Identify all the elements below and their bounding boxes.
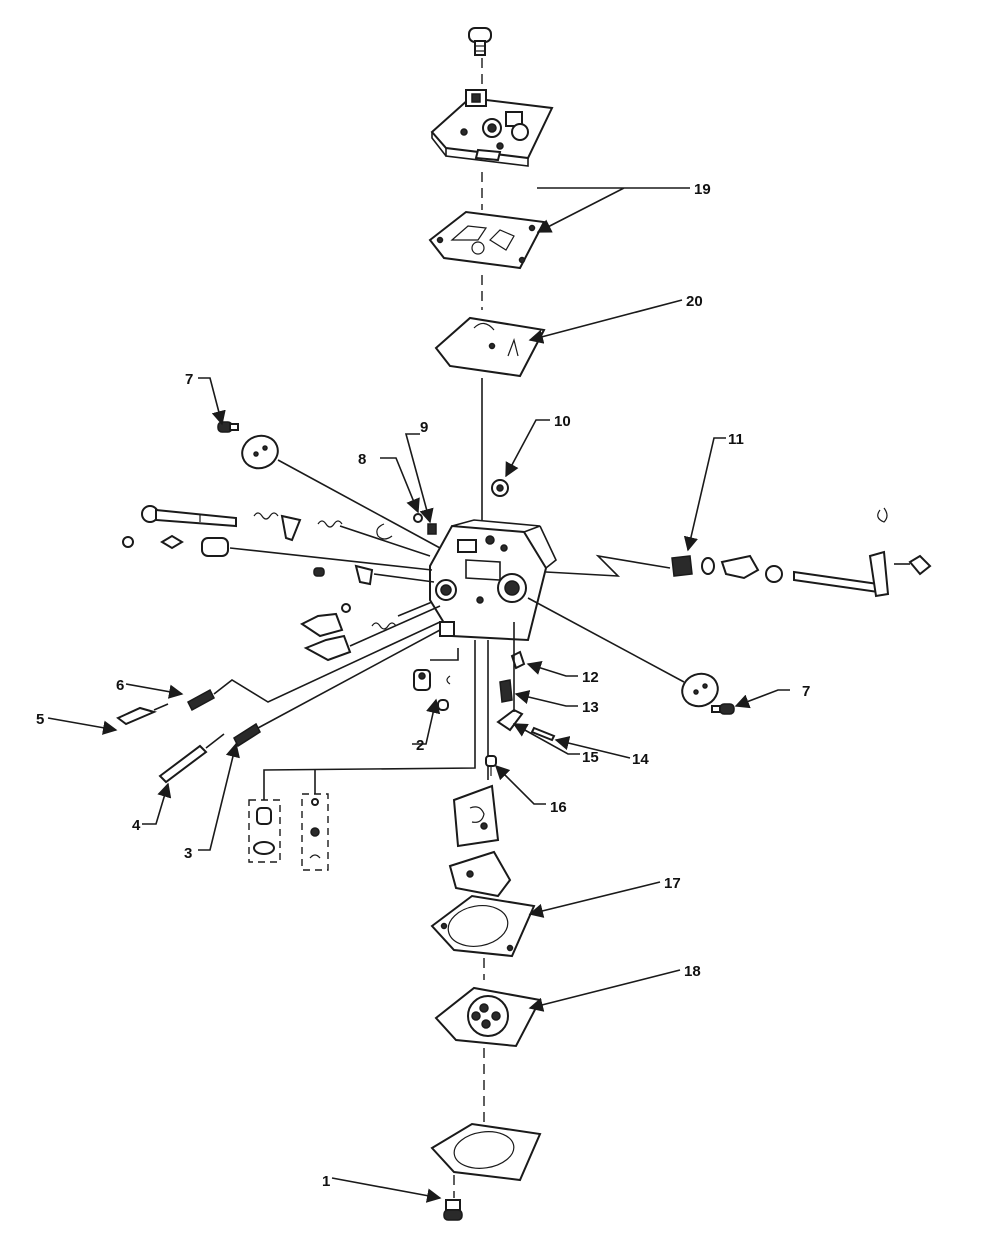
metering-cover — [430, 1122, 542, 1182]
fulcrum-pin — [530, 726, 556, 742]
welch-plug — [491, 479, 509, 497]
screw-7-left — [217, 421, 239, 433]
callout-15: 15 — [582, 749, 599, 766]
pump-diaphragm — [434, 316, 546, 378]
top-screw — [468, 27, 492, 56]
callout-18: 18 — [684, 963, 701, 980]
metering-spring — [499, 679, 513, 703]
callout-13: 13 — [582, 699, 599, 716]
throttle-plate-right — [527, 597, 719, 708]
shaft-bushing — [122, 534, 433, 571]
throttle-shaft-assembly — [545, 507, 932, 598]
bottom-screw — [443, 1199, 463, 1221]
callout-19: 19 — [694, 181, 711, 198]
metering-lever — [496, 708, 524, 732]
callout-2: 2 — [416, 737, 424, 754]
idle-screw-lower — [303, 605, 441, 662]
callout-7-right: 7 — [802, 683, 810, 700]
metering-gasket — [430, 894, 536, 958]
callout-4: 4 — [132, 817, 141, 834]
callout-10: 10 — [554, 413, 571, 430]
lever-screw — [485, 755, 497, 776]
pump-gasket — [428, 210, 546, 270]
callout-14: 14 — [632, 751, 649, 768]
seat-fitting — [413, 648, 459, 711]
callout-17: 17 — [664, 875, 681, 892]
callout-12: 12 — [582, 669, 599, 686]
metering-diaphragm — [434, 986, 542, 1048]
check-ball — [413, 513, 423, 523]
callout-20: 20 — [686, 293, 703, 310]
screw-7-right — [711, 703, 735, 715]
callout-7-left: 7 — [185, 371, 193, 388]
callout-1: 1 — [322, 1173, 330, 1190]
metering-plate — [452, 784, 500, 848]
callout-16: 16 — [550, 799, 567, 816]
callout-5: 5 — [36, 711, 44, 728]
optional-parts-box-left — [248, 640, 476, 863]
detent-lever — [313, 564, 435, 586]
idle-screw-upper — [300, 601, 433, 638]
high-speed-needle — [116, 703, 169, 726]
high-speed-spring — [187, 621, 441, 712]
callout-9: 9 — [420, 419, 428, 436]
callout-labels: 1 2 3 4 5 6 7 7 8 9 10 11 12 13 14 15 16… — [36, 181, 810, 1190]
small-spring — [427, 523, 437, 535]
throttle-plate-left — [241, 434, 441, 549]
callout-6: 6 — [116, 677, 124, 694]
callout-leaders — [47, 187, 790, 1203]
carburetor-body — [429, 519, 557, 642]
callout-11: 11 — [728, 431, 744, 448]
optional-parts-box-right — [301, 770, 329, 871]
callout-8: 8 — [358, 451, 366, 468]
low-speed-needle — [158, 733, 225, 784]
choke-shaft-assembly — [141, 505, 431, 557]
pump-cover — [430, 89, 554, 167]
callout-3: 3 — [184, 845, 192, 862]
